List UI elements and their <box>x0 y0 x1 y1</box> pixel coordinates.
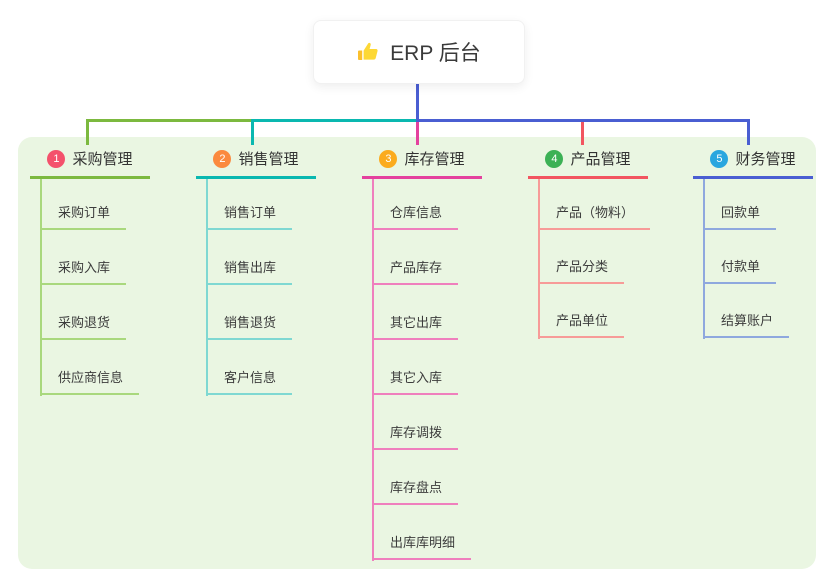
branch-badge: 5 <box>710 149 729 168</box>
connector-drop-inventory <box>416 122 419 145</box>
connector-children-purchase <box>40 179 42 396</box>
child-node[interactable]: 回款单 <box>703 205 777 230</box>
branch-node-inventory[interactable]: 3 库存管理 <box>362 148 482 179</box>
child-node[interactable]: 产品库存 <box>372 260 459 285</box>
branch-node-sales[interactable]: 2 销售管理 <box>196 148 316 179</box>
child-node[interactable]: 出库库明细 <box>372 535 472 560</box>
branch-label: 销售管理 <box>238 151 299 168</box>
branch-badge: 4 <box>545 149 564 168</box>
branch-label: 采购管理 <box>72 151 133 168</box>
child-node[interactable]: 仓库信息 <box>372 205 459 230</box>
child-node[interactable]: 结算账户 <box>703 313 790 338</box>
child-node[interactable]: 产品（物料） <box>538 205 651 230</box>
connector-drop-sales <box>251 119 254 145</box>
child-node[interactable]: 库存盘点 <box>372 480 459 505</box>
connector-branch-finance <box>416 119 750 122</box>
branch-badge: 2 <box>213 149 232 168</box>
connector-branch-sales <box>251 119 419 122</box>
child-node[interactable]: 库存调拨 <box>372 425 459 450</box>
branches-panel <box>18 137 816 569</box>
child-node[interactable]: 采购订单 <box>40 205 127 230</box>
branch-label: 产品管理 <box>570 151 631 168</box>
child-node[interactable]: 其它入库 <box>372 370 459 395</box>
connector-drop-product <box>581 122 584 145</box>
connector-drop-finance <box>747 119 750 145</box>
connector-children-finance <box>703 179 705 339</box>
root-title: ERP 后台 <box>390 42 481 65</box>
child-node[interactable]: 销售出库 <box>206 260 293 285</box>
branch-badge: 3 <box>379 149 398 168</box>
child-node[interactable]: 产品分类 <box>538 259 625 284</box>
child-node[interactable]: 供应商信息 <box>40 370 140 395</box>
thumbs-up-icon <box>357 40 381 64</box>
connector-children-inventory <box>372 179 374 561</box>
child-node[interactable]: 产品单位 <box>538 313 625 338</box>
child-node[interactable]: 付款单 <box>703 259 777 284</box>
branch-label: 财务管理 <box>735 151 796 168</box>
branch-badge: 1 <box>47 149 66 168</box>
connector-root-stem <box>416 82 419 120</box>
branch-label: 库存管理 <box>404 151 465 168</box>
child-node[interactable]: 销售订单 <box>206 205 293 230</box>
branch-node-finance[interactable]: 5 财务管理 <box>693 148 813 179</box>
child-node[interactable]: 采购入库 <box>40 260 127 285</box>
child-node[interactable]: 销售退货 <box>206 315 293 340</box>
connector-children-product <box>538 179 540 339</box>
connector-children-sales <box>206 179 208 396</box>
branch-node-product[interactable]: 4 产品管理 <box>528 148 648 179</box>
connector-drop-purchase <box>86 119 89 145</box>
branch-node-purchase[interactable]: 1 采购管理 <box>30 148 150 179</box>
child-node[interactable]: 客户信息 <box>206 370 293 395</box>
root-node[interactable]: ERP 后台 <box>313 20 525 84</box>
child-node[interactable]: 采购退货 <box>40 315 127 340</box>
child-node[interactable]: 其它出库 <box>372 315 459 340</box>
